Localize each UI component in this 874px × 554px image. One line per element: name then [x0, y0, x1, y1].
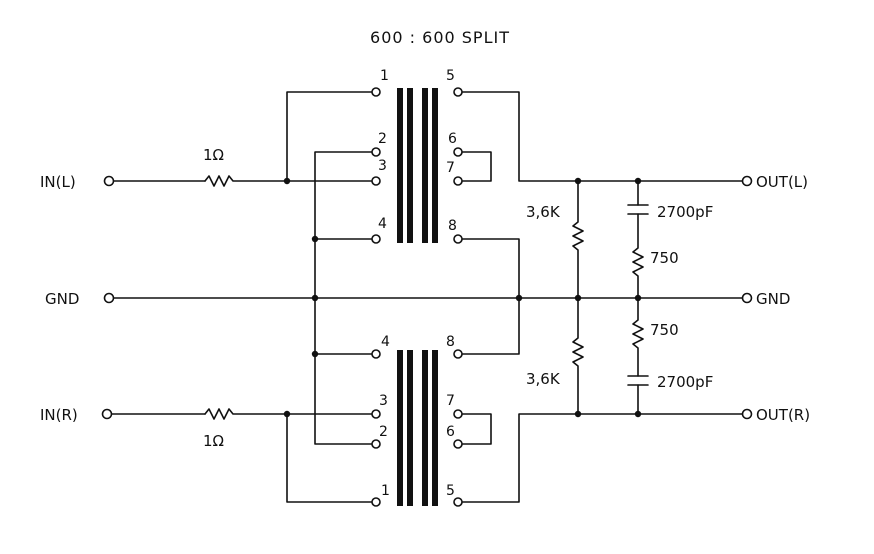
label-in-right: IN(R) [40, 406, 78, 424]
label-r-right-36k: 3,6K [526, 370, 561, 388]
label-gnd-in: GND [45, 290, 79, 308]
label-c-left: 2700pF [657, 203, 713, 221]
terminal-in-right [101, 408, 113, 420]
pin-top-1: 1 [380, 68, 389, 84]
junctions [283, 177, 642, 418]
pin-top-4: 4 [378, 216, 387, 232]
label-in-left: IN(L) [40, 173, 76, 191]
label-gnd-out: GND [756, 290, 790, 308]
terminal-gnd-out [741, 292, 753, 304]
label-out-right: OUT(R) [756, 406, 810, 424]
label-out-left: OUT(L) [756, 173, 808, 191]
pin-bottom-6: 6 [446, 424, 455, 440]
label-r-left-750: 750 [650, 249, 679, 267]
transformer-bottom [397, 350, 438, 506]
diagram-title: 600 : 600 SPLIT [370, 28, 510, 47]
pin-bottom-4: 4 [381, 334, 390, 350]
transformer-top [397, 88, 438, 243]
pin-top-5: 5 [446, 68, 455, 84]
pin-top-6: 6 [448, 131, 457, 147]
pin-top-3: 3 [378, 158, 387, 174]
pin-bottom-1: 1 [381, 483, 390, 499]
pin-bottom-8: 8 [446, 334, 455, 350]
terminal-gnd-in [103, 292, 115, 304]
label-r-in-left: 1Ω [203, 146, 224, 164]
pin-top-2: 2 [378, 131, 387, 147]
pin-bottom-3: 3 [379, 393, 388, 409]
pin-top-8: 8 [448, 218, 457, 234]
terminal-in-left [103, 175, 115, 187]
pin-bottom-2: 2 [379, 424, 388, 440]
terminal-out-left [741, 175, 753, 187]
terminal-out-right [741, 408, 753, 420]
label-r-in-right: 1Ω [203, 432, 224, 450]
label-c-right: 2700pF [657, 373, 713, 391]
label-r-right-750: 750 [650, 321, 679, 339]
pin-bottom-7: 7 [446, 393, 455, 409]
terminals [101, 87, 753, 507]
pin-bottom-5: 5 [446, 483, 455, 499]
wires [111, 91, 743, 503]
pin-top-7: 7 [446, 160, 455, 176]
label-r-left-36k: 3,6K [526, 203, 561, 221]
